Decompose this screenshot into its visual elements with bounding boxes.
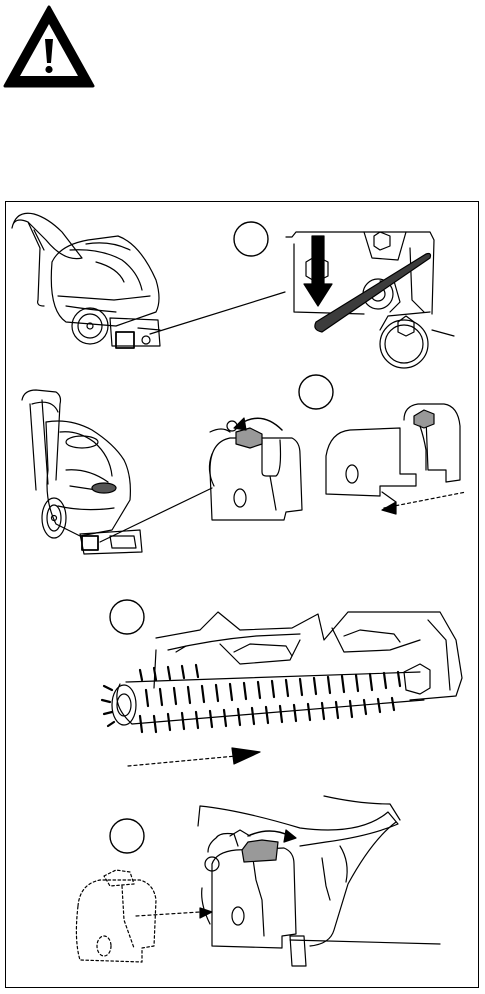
leader-line-1	[150, 292, 285, 334]
cover-reinstall-detail	[76, 796, 440, 966]
brush-slide-out-detail	[102, 612, 462, 766]
step-circle-4	[110, 819, 144, 853]
side-cover-removal-detail	[209, 404, 466, 520]
step-circle-1	[234, 222, 268, 256]
leader-line-2	[100, 488, 212, 542]
machine-front-view-2	[22, 390, 142, 554]
machine-side-view-1	[12, 213, 160, 348]
brush-lock-detail	[286, 232, 454, 368]
step-circle-3	[110, 600, 144, 634]
step-circle-2	[299, 375, 333, 409]
